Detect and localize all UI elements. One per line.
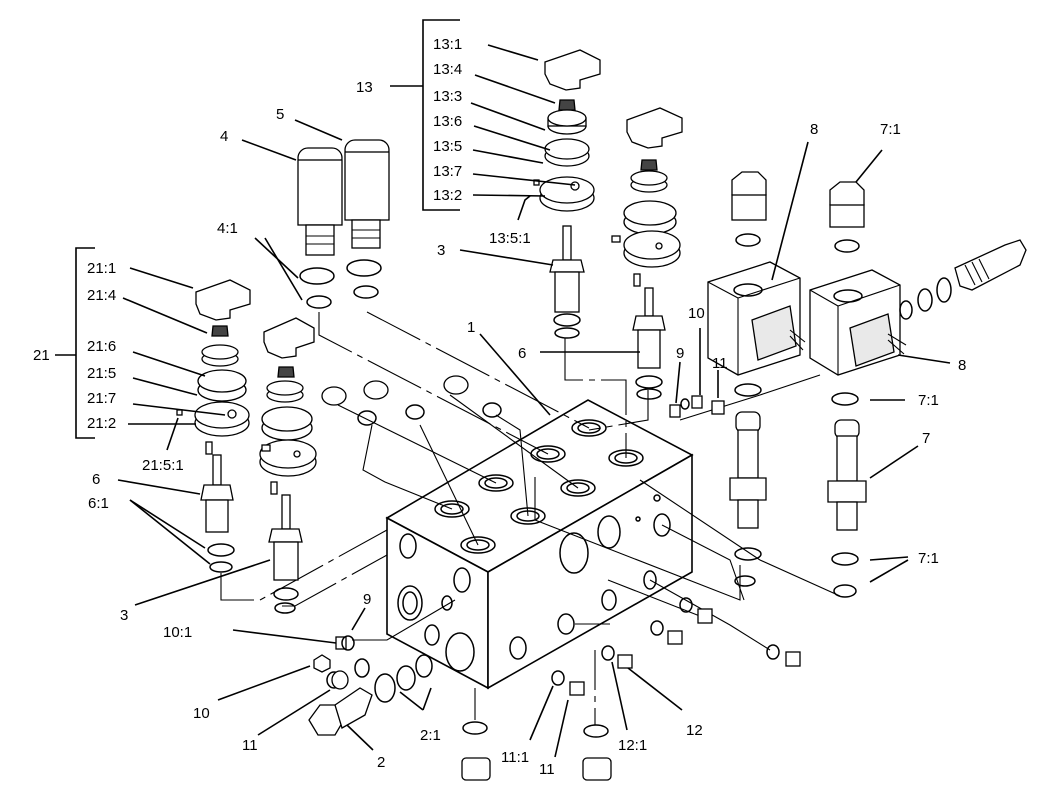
label-21: 21 (33, 347, 50, 364)
side-cartridge-right (899, 239, 1027, 320)
label-11-top: 11 (712, 355, 728, 372)
label-7-1-top: 7:1 (880, 121, 901, 138)
part-7-valve-right (827, 419, 867, 598)
bottom-parts (461, 597, 801, 781)
label-7: 7 (922, 430, 930, 447)
part-8-solenoid-right (809, 181, 907, 406)
fittings-top-right (669, 395, 725, 418)
part-6-stem-mid (632, 287, 666, 400)
label-13: 13 (356, 79, 373, 96)
label-21-5-1: 21:5:1 (142, 457, 184, 474)
label-10-1: 10:1 (163, 624, 192, 641)
label-6-1: 6:1 (88, 495, 109, 512)
part-13-assembly-copy (611, 107, 683, 287)
alignment-lines (220, 311, 841, 725)
part-7-valve-left (729, 411, 767, 587)
label-13-2: 13:2 (433, 187, 462, 204)
label-11-low: 11 (242, 737, 258, 754)
label-7-1-low: 7:1 (918, 550, 939, 567)
part-13-assembly (533, 49, 601, 212)
label-12-1: 12:1 (618, 737, 647, 754)
label-21-7: 21:7 (87, 390, 116, 407)
label-3-top: 3 (437, 242, 445, 259)
label-21-4: 21:4 (87, 287, 116, 304)
label-7-1-mid: 7:1 (918, 392, 939, 409)
label-21-5: 21:5 (87, 365, 116, 382)
label-6-left: 6 (92, 471, 100, 488)
leader-lines (55, 19, 951, 758)
label-8-right: 8 (958, 357, 966, 374)
callout-labels: 13 13:1 13:4 13:3 13:6 13:5 13:7 13:2 13… (33, 36, 966, 778)
label-13-3: 13:3 (433, 88, 462, 105)
lower-left-parts (308, 635, 433, 736)
part-5-cartridge (344, 139, 390, 299)
label-11-1: 11:1 (501, 749, 529, 766)
label-13-5-1: 13:5:1 (489, 230, 531, 247)
label-13-1: 13:1 (433, 36, 462, 53)
label-5: 5 (276, 106, 284, 123)
label-3-left: 3 (120, 607, 128, 624)
label-12: 12 (686, 722, 703, 739)
label-21-2: 21:2 (87, 415, 116, 432)
part-8-solenoid-left (707, 171, 806, 397)
part-21-assembly-copy (259, 317, 317, 495)
part-3-stem-left (268, 494, 303, 614)
label-10-low: 10 (193, 705, 210, 722)
label-2: 2 (377, 754, 385, 771)
label-2-1: 2:1 (420, 727, 441, 744)
label-6-mid: 6 (518, 345, 526, 362)
manifold-block (385, 399, 694, 690)
label-1: 1 (467, 319, 475, 336)
label-21-1: 21:1 (87, 260, 116, 277)
part-4-cartridge (297, 147, 343, 309)
part-3-stem-top (549, 225, 585, 339)
label-13-4: 13:4 (433, 61, 462, 78)
label-13-6: 13:6 (433, 113, 462, 130)
label-13-5: 13:5 (433, 138, 462, 155)
label-9-top: 9 (676, 345, 684, 362)
label-4-1: 4:1 (217, 220, 238, 237)
label-11-bottom: 11 (539, 761, 555, 778)
label-8-top: 8 (810, 121, 818, 138)
label-4: 4 (220, 128, 228, 145)
part-6-stem-left (200, 454, 235, 573)
label-21-6: 21:6 (87, 338, 116, 355)
part-21-assembly (176, 279, 251, 455)
label-9-low: 9 (363, 591, 371, 608)
label-10-top: 10 (688, 305, 705, 322)
plugs-rear (321, 375, 502, 426)
label-13-7: 13:7 (433, 163, 462, 180)
